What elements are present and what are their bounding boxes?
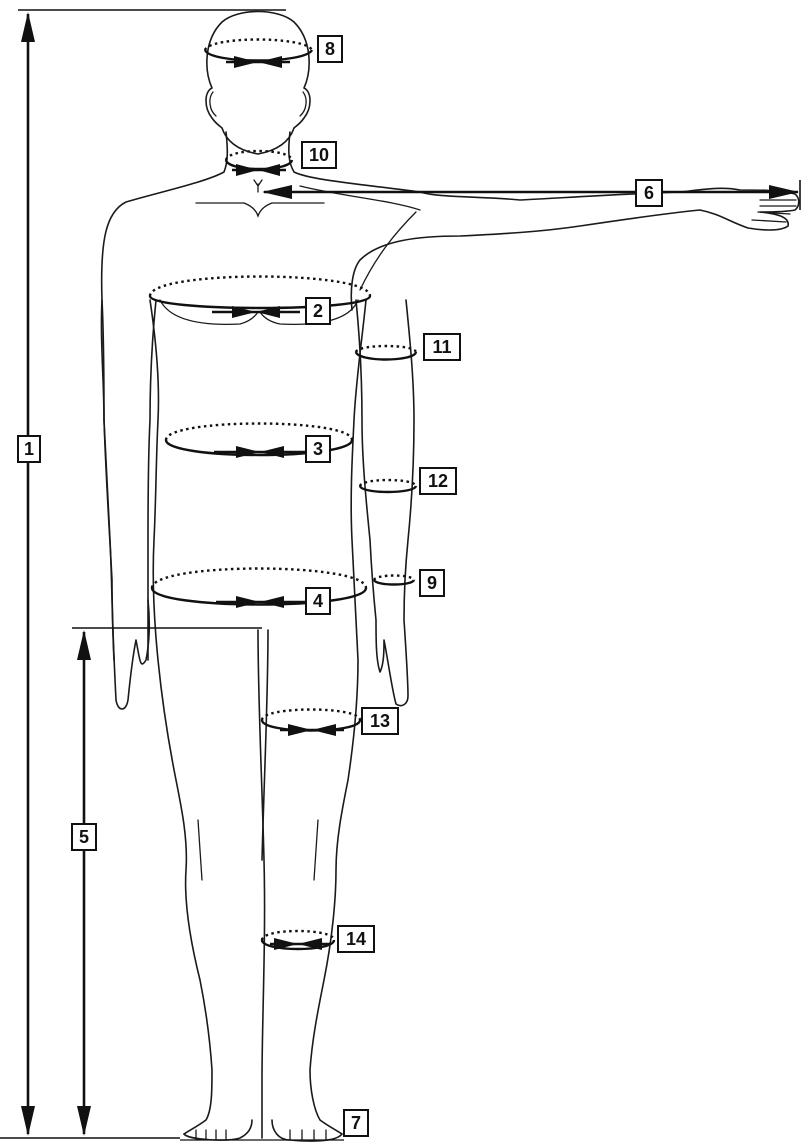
neck-girth-ring (226, 151, 292, 176)
label-1: 1 (18, 436, 40, 462)
svg-text:4: 4 (313, 591, 323, 611)
label-10: 10 (302, 142, 336, 168)
svg-text:8: 8 (325, 39, 335, 59)
girth-rings (150, 40, 416, 951)
svg-text:2: 2 (313, 301, 323, 321)
svg-text:13: 13 (370, 711, 390, 731)
calf-girth-ring (262, 931, 334, 950)
label-9: 9 (420, 570, 444, 596)
svg-text:9: 9 (427, 573, 437, 593)
head-outline (206, 12, 310, 155)
svg-text:5: 5 (79, 827, 89, 847)
label-13: 13 (362, 708, 398, 734)
inside-leg-line (72, 628, 262, 1136)
forearm-girth-ring (360, 480, 416, 492)
label-14: 14 (338, 926, 374, 952)
label-5: 5 (72, 824, 96, 850)
label-4: 4 (306, 588, 330, 614)
label-6: 6 (636, 180, 662, 206)
svg-text:14: 14 (346, 929, 366, 949)
number-labels: 1 2 3 4 5 6 7 8 (18, 36, 662, 1136)
label-7: 7 (344, 1110, 368, 1136)
raised-arm-outline (351, 188, 798, 310)
label-3: 3 (306, 436, 330, 462)
svg-text:6: 6 (644, 183, 654, 203)
hip-girth-ring (152, 569, 366, 609)
label-11: 11 (424, 334, 460, 360)
dimension-lines (0, 10, 800, 1140)
wrist-girth-ring (374, 576, 414, 585)
svg-text:12: 12 (428, 471, 448, 491)
svg-text:10: 10 (309, 145, 329, 165)
body-outline (101, 12, 798, 1142)
thigh-girth-ring (262, 710, 360, 737)
label-12: 12 (420, 468, 456, 494)
upper-arm-girth-ring (356, 346, 416, 360)
svg-text:3: 3 (313, 439, 323, 459)
head-girth-ring (205, 40, 312, 69)
neck-outline (101, 132, 227, 709)
svg-text:1: 1 (24, 439, 34, 459)
svg-text:11: 11 (432, 337, 451, 357)
label-8: 8 (318, 36, 342, 62)
svg-text:7: 7 (351, 1113, 361, 1133)
chest-girth-ring (150, 277, 370, 319)
label-2: 2 (306, 298, 330, 324)
total-height-line (0, 10, 286, 1138)
